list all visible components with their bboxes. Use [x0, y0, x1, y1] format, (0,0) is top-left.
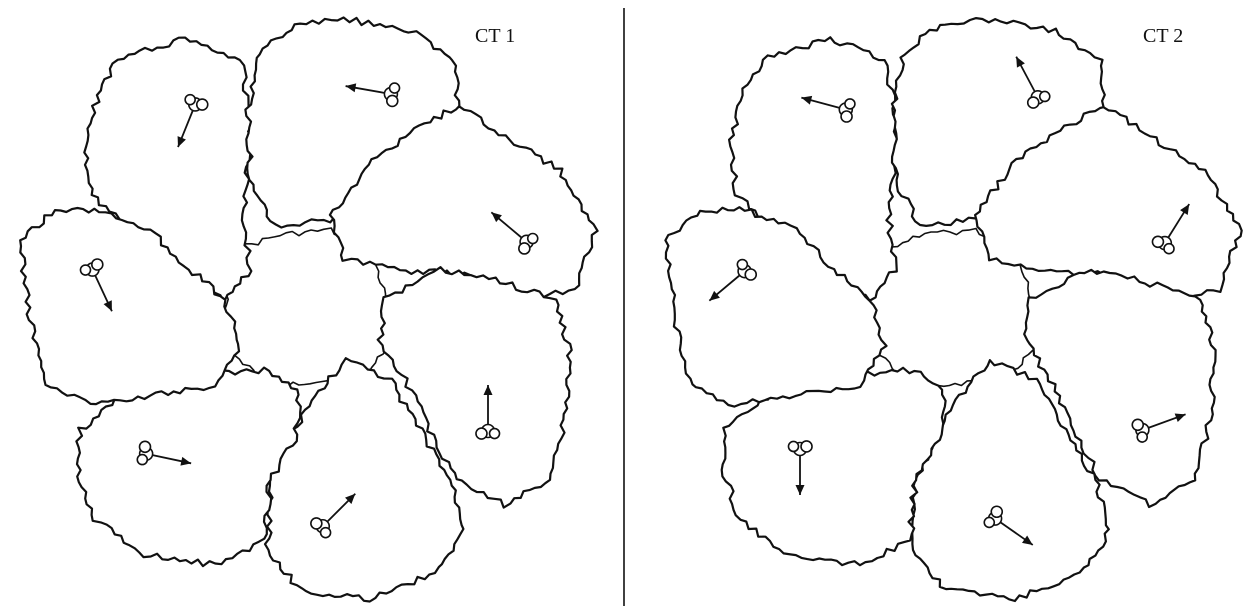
arrow-head	[483, 385, 493, 395]
arrow-head	[177, 136, 186, 148]
ligand-glyph	[475, 423, 501, 440]
ligand-glyph	[184, 93, 209, 112]
subunit-outline	[1023, 268, 1217, 509]
ligand-glyph	[310, 517, 332, 539]
arrow-head	[345, 83, 357, 93]
subunit-outline	[911, 359, 1110, 603]
subunit-outline	[328, 105, 599, 303]
ligand-glyph	[79, 258, 104, 277]
subunit	[263, 357, 465, 603]
arrow-head	[1174, 413, 1186, 422]
arrow-head	[1021, 535, 1033, 545]
ligand-glyph	[1151, 235, 1175, 255]
subunit-outline	[83, 36, 253, 304]
subunit	[75, 366, 302, 568]
ligand-glyph	[1026, 89, 1051, 109]
ligand-glyph	[787, 440, 813, 457]
panel-ct1	[19, 16, 599, 603]
subunit	[1023, 268, 1217, 509]
ligand-glyph	[136, 440, 154, 466]
ligand-glyph	[838, 98, 856, 123]
arrow-head	[180, 456, 192, 466]
subunit	[376, 266, 573, 509]
ligand-glyph	[383, 82, 401, 108]
subunit	[974, 106, 1243, 302]
ligand-glyph	[518, 232, 539, 255]
arrow-head	[1180, 204, 1190, 215]
arrow-head	[1016, 56, 1025, 68]
subunit	[728, 36, 899, 302]
arrow-head	[795, 485, 805, 495]
subunit-outline	[376, 266, 573, 509]
panel-label-ct2: CT 2	[1143, 25, 1183, 47]
ligand-glyph	[1131, 418, 1150, 443]
subunit-outline	[19, 206, 241, 406]
ligand-glyph	[983, 505, 1004, 529]
subunit	[328, 105, 599, 303]
panel-label-ct1: CT 1	[475, 25, 515, 47]
ligand-glyph	[736, 258, 758, 281]
subunit-outline	[664, 206, 888, 408]
panel-ct2	[664, 17, 1243, 603]
subunit-outline	[974, 106, 1243, 302]
arrow-head	[345, 493, 356, 504]
subunit	[911, 359, 1110, 603]
subunit	[19, 206, 241, 406]
arrow-head	[709, 290, 720, 301]
subunit-outline	[263, 357, 465, 603]
subunit	[664, 206, 888, 408]
arrow-head	[491, 212, 502, 223]
arrow-head	[801, 95, 813, 105]
arrow-head	[103, 300, 112, 312]
subunit	[83, 36, 253, 304]
